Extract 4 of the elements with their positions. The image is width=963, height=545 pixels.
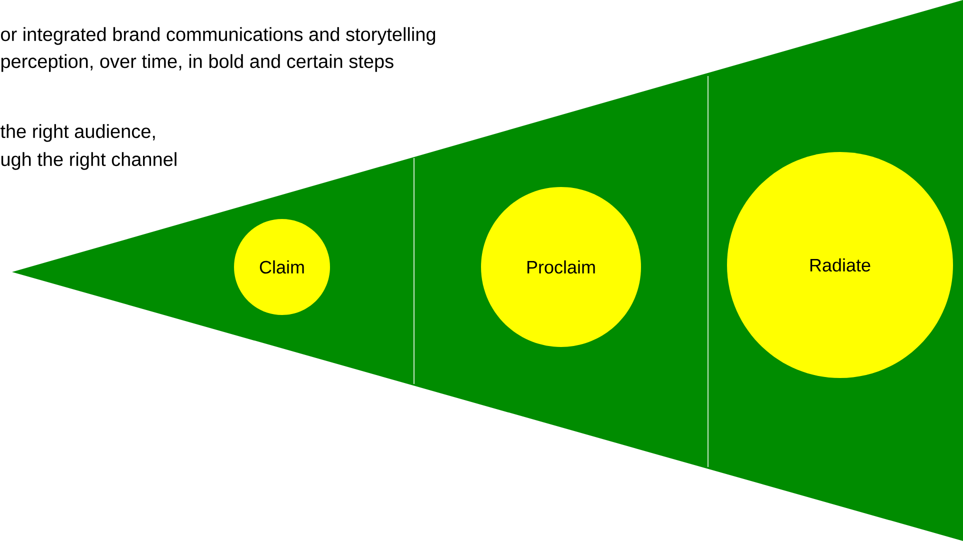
text-line: perception, over time, in bold and certain steps [1, 54, 394, 72]
text-line: or integrated brand communications and storytelling [1, 27, 436, 45]
text-line: ugh the right channel [1, 152, 176, 170]
text-line: the right audience, [0, 124, 155, 142]
